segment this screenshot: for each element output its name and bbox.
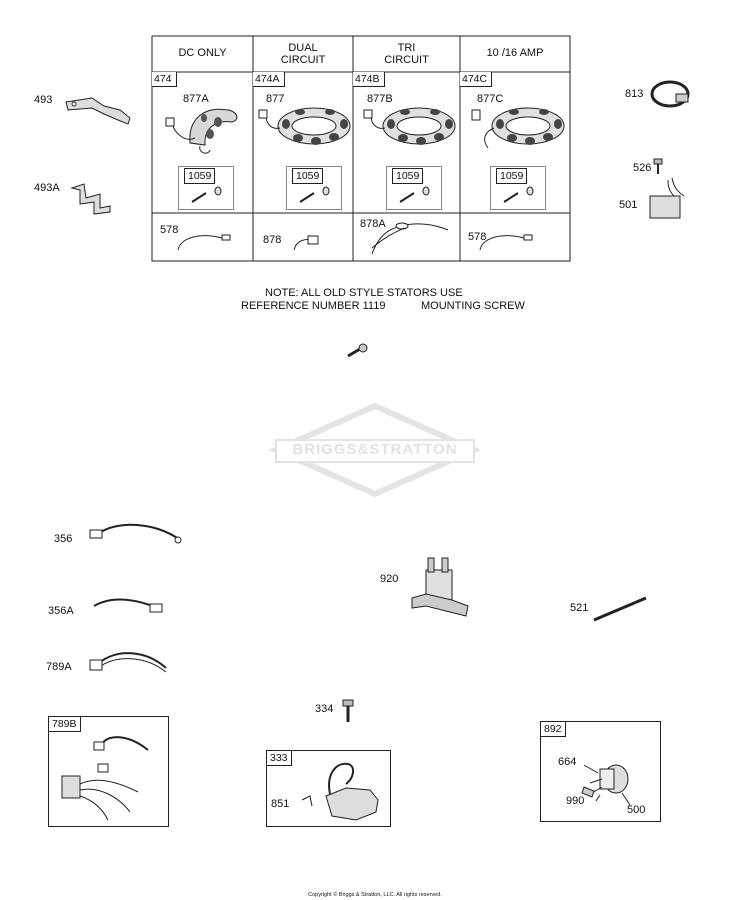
note-line-2-ref: REFERENCE NUMBER 1119 bbox=[241, 300, 386, 312]
bolt-drawing bbox=[342, 699, 354, 722]
wire-label[interactable]: 877A bbox=[183, 93, 209, 105]
screw-tag[interactable]: 1059 bbox=[496, 168, 528, 184]
part-label-356a[interactable]: 356A bbox=[48, 605, 74, 617]
bracket-drawing bbox=[65, 97, 131, 125]
screw-drawings bbox=[177, 186, 534, 255]
part-label-920[interactable]: 920 bbox=[380, 573, 399, 585]
stator-ring-drawing bbox=[363, 107, 456, 145]
harness-drawing bbox=[89, 523, 182, 544]
part-label-493[interactable]: 493 bbox=[34, 94, 53, 106]
kit-tag-892[interactable]: 892 bbox=[540, 721, 566, 737]
lead-label[interactable]: 878 bbox=[263, 234, 282, 246]
note-line-2-desc: MOUNTING SCREW bbox=[421, 300, 525, 312]
part-label-521[interactable]: 521 bbox=[570, 602, 589, 614]
screw-tag[interactable]: 1059 bbox=[292, 168, 324, 184]
brand-logo-watermark bbox=[268, 402, 482, 498]
regulator-drawing bbox=[649, 177, 685, 219]
solenoid-drawing bbox=[411, 557, 469, 617]
stator-tag[interactable]: 474C bbox=[460, 72, 493, 87]
stator-half-drawing bbox=[165, 108, 238, 154]
screw-subbox bbox=[490, 166, 546, 210]
part-label-526[interactable]: 526 bbox=[633, 162, 652, 174]
part-label-664[interactable]: 664 bbox=[558, 756, 577, 768]
stator-tag[interactable]: 474B bbox=[353, 72, 385, 87]
note-line-1: NOTE: ALL OLD STYLE STATORS USE bbox=[265, 287, 463, 299]
copyright-text: Copyright © Briggs & Stratton, LLC. All … bbox=[308, 892, 442, 898]
header-dc-only: DC ONLY bbox=[178, 47, 227, 59]
wire-label[interactable]: 877B bbox=[367, 93, 393, 105]
part-label-356[interactable]: 356 bbox=[54, 533, 73, 545]
wire-label[interactable]: 877 bbox=[266, 93, 285, 105]
screw-tag[interactable]: 1059 bbox=[392, 168, 424, 184]
part-label-813[interactable]: 813 bbox=[625, 88, 644, 100]
rod-drawing bbox=[593, 596, 647, 622]
mounting-screw-drawing bbox=[347, 343, 368, 358]
kit-tag-789b[interactable]: 789B bbox=[48, 716, 81, 732]
lead-label[interactable]: 578 bbox=[468, 231, 487, 243]
part-label-334[interactable]: 334 bbox=[315, 703, 334, 715]
kit-box-892 bbox=[540, 721, 661, 822]
part-label-990[interactable]: 990 bbox=[566, 795, 585, 807]
harness-drawing bbox=[89, 652, 167, 673]
bracket-drawing bbox=[70, 183, 111, 215]
screw-subbox bbox=[386, 166, 442, 210]
screw-subbox bbox=[178, 166, 234, 210]
part-label-851[interactable]: 851 bbox=[271, 798, 290, 810]
stator-ring-drawing bbox=[258, 107, 351, 145]
kit-box-333 bbox=[266, 750, 391, 827]
kit-box-789b bbox=[48, 716, 169, 827]
screw-tag[interactable]: 1059 bbox=[184, 168, 216, 184]
part-label-789a[interactable]: 789A bbox=[46, 661, 72, 673]
stator-ring-drawing bbox=[471, 107, 565, 149]
part-label-493a[interactable]: 493A bbox=[34, 182, 60, 194]
stator-tag[interactable]: 474 bbox=[152, 72, 177, 87]
harness-drawing bbox=[93, 598, 163, 613]
part-label-500[interactable]: 500 bbox=[627, 804, 646, 816]
stator-tag[interactable]: 474A bbox=[253, 72, 285, 87]
part-label-501[interactable]: 501 bbox=[619, 199, 638, 211]
lead-label[interactable]: 878A bbox=[360, 218, 386, 230]
screw-subbox bbox=[286, 166, 342, 210]
brand-logo-text: BRIGGS&STRATTON bbox=[292, 441, 458, 458]
kit-tag-333[interactable]: 333 bbox=[266, 750, 292, 766]
screw-drawing bbox=[653, 158, 663, 174]
lead-label[interactable]: 578 bbox=[160, 224, 179, 236]
wire-label[interactable]: 877C bbox=[477, 93, 504, 105]
header-10-16-amp: 10 /16 AMP bbox=[486, 47, 544, 59]
hose-clamp-drawing bbox=[650, 80, 690, 108]
